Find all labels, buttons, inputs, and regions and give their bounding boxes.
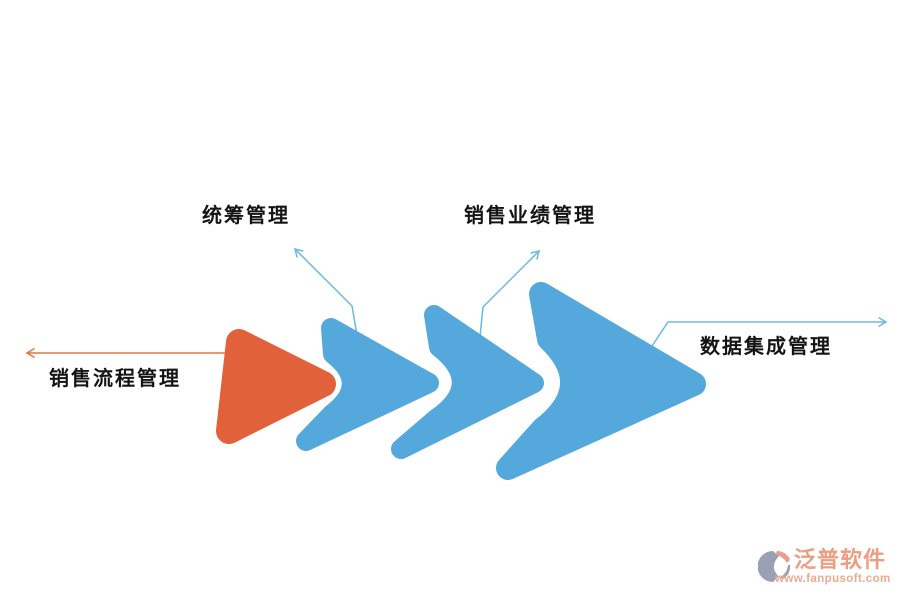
label-sales-performance-management: 销售业绩管理 xyxy=(464,205,596,227)
connector-overall-management xyxy=(293,247,358,336)
chevron-sales-performance xyxy=(391,305,544,459)
connector-sales-performance xyxy=(479,249,541,338)
connector-sales-process xyxy=(25,347,234,368)
fanpu-logo-icon xyxy=(758,550,791,582)
connector-data-integration xyxy=(649,316,888,350)
label-overall-management: 统筹管理 xyxy=(202,205,290,227)
chevron-data-integration xyxy=(496,282,706,480)
brand-name: 泛普软件 xyxy=(794,547,887,572)
brand-watermark: 泛普软件 www.fanpusoft.com xyxy=(756,546,896,594)
chevron-sales-process xyxy=(216,329,336,444)
label-sales-process-management: 销售流程管理 xyxy=(49,368,181,390)
brand-url: www.fanpusoft.com xyxy=(775,573,891,585)
chevron-overall-management xyxy=(296,318,439,451)
label-data-integration-management: 数据集成管理 xyxy=(700,336,832,358)
